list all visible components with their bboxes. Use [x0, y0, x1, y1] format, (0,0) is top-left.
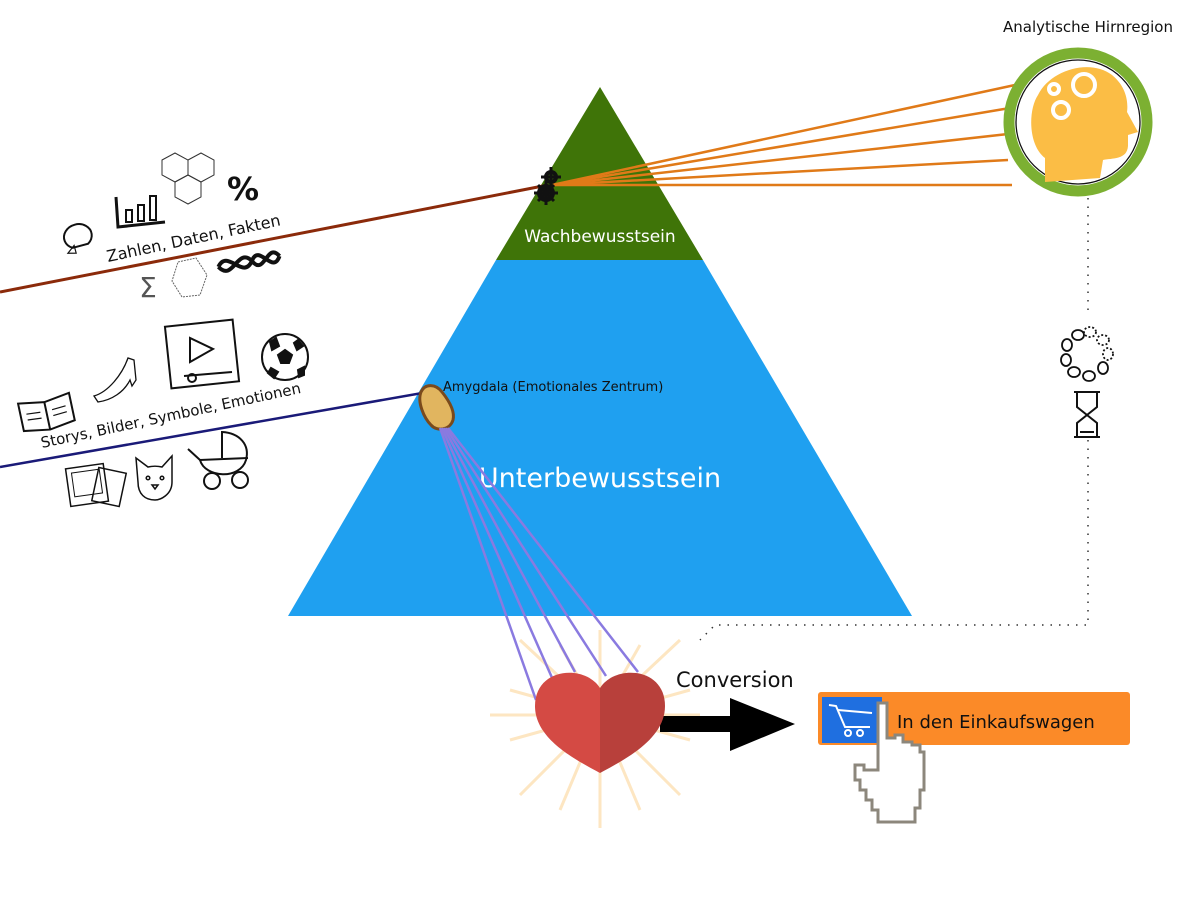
- bar-chart-icon: [114, 195, 166, 229]
- photos-icon: [64, 462, 128, 508]
- high-heel-icon: [92, 357, 137, 403]
- shopping-cart-icon: [828, 704, 873, 737]
- emotions-input-line: [0, 390, 429, 469]
- loading-spinner-icon: [1060, 326, 1114, 382]
- percent-icon: %: [227, 170, 259, 208]
- amygdala-icon: [418, 384, 455, 431]
- conscious-label: Wachbewusstsein: [524, 227, 675, 247]
- conversion-arrow-icon: [660, 698, 795, 751]
- amygdala-label: Amygdala (Emotionales Zentrum): [443, 380, 663, 395]
- facts-icons: % Σ: [63, 152, 282, 304]
- heart-icon: [535, 672, 665, 773]
- head-silhouette: [1031, 67, 1138, 182]
- amygdala-rays: [438, 427, 639, 701]
- analytic-region-label: Analytische Hirnregion: [1003, 18, 1173, 36]
- baby-carriage-icon: [187, 430, 249, 490]
- cat-face-icon: [135, 454, 173, 501]
- analytic-brain-icon: Analytische Hirnregion: [1003, 18, 1173, 197]
- pyramid: Wachbewusstsein Unterbewusstsein: [288, 87, 912, 616]
- analytic-rays: [551, 83, 1016, 187]
- molecule-icon: [161, 152, 215, 205]
- facts-input-line: [0, 183, 549, 294]
- open-book-icon: [16, 391, 76, 433]
- pyramid-subconscious-layer: [288, 260, 912, 616]
- pie-chart-icon: [63, 223, 93, 254]
- gears-icon: [534, 167, 561, 205]
- sigma-icon: Σ: [139, 271, 157, 304]
- video-player-icon: [163, 318, 241, 390]
- add-to-cart-label: In den Einkaufswagen: [897, 712, 1095, 733]
- soccer-ball-icon: [261, 333, 309, 381]
- dna-icon: [216, 250, 282, 273]
- emotions-icons: [16, 318, 309, 508]
- emotions-label: Storys, Bilder, Symbole, Emotionen: [39, 379, 302, 452]
- hand-pointer-cursor-icon: [853, 701, 926, 824]
- hourglass-icon: [1074, 391, 1100, 438]
- conversion-label: Conversion: [676, 668, 794, 692]
- subconscious-label: Unterbewusstsein: [479, 463, 721, 494]
- add-to-cart-button[interactable]: In den Einkaufswagen: [818, 692, 1130, 745]
- geometric-crystal-icon: [171, 257, 208, 298]
